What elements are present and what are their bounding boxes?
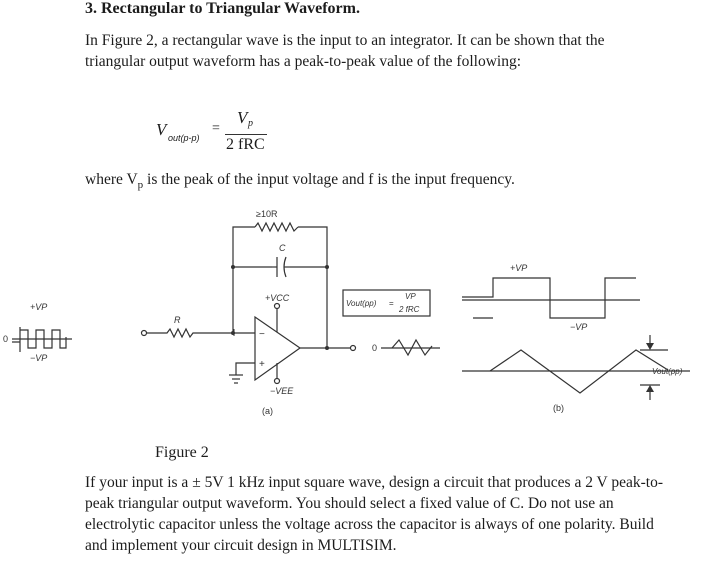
feedback-wires <box>232 226 328 338</box>
label-right-pos: +VP <box>510 263 527 273</box>
output-terminal <box>349 344 357 352</box>
op-amp-minus: − <box>259 329 265 340</box>
fraction-bar <box>225 134 267 135</box>
formula-box <box>342 289 431 317</box>
intro-line-2: triangular output waveform has a peak-to… <box>85 53 522 70</box>
figure-2-diagram: ≥10R C +VCC −VEE R +VP −VP 0 0 Vout(pp) … <box>3 209 690 416</box>
label-vout: Vout(pp) <box>652 367 683 376</box>
box-eq: = <box>389 299 394 308</box>
label-zero-right: 0 <box>372 343 377 353</box>
box-den: 2 fRC <box>398 305 420 314</box>
formula: V out(p-p) = V p 2 fRC <box>150 108 280 158</box>
where-text-sub: p <box>137 179 144 192</box>
intro-line-1: In Figure 2, a rectangular wave is the i… <box>85 32 605 49</box>
label-vcc: +VCC <box>265 293 290 303</box>
label-10r: ≥10R <box>256 209 278 219</box>
label-right-neg: −VP <box>570 322 587 332</box>
label-c: C <box>279 243 286 253</box>
ground-wire <box>235 362 255 375</box>
formula-lhs-subscript: out(p-p) <box>168 133 200 143</box>
label-b: (b) <box>553 403 564 413</box>
task-line-4: and implement your circuit design in MUL… <box>85 537 397 554</box>
feedback-resistor <box>254 221 299 233</box>
label-in-neg: −VP <box>30 353 47 363</box>
figure-caption: Figure 2 <box>155 444 209 461</box>
resistor-r <box>147 327 233 339</box>
formula-denominator: 2 fRC <box>226 136 265 153</box>
vcc-terminal <box>273 302 281 310</box>
box-lhs: Vout(pp) <box>346 299 377 308</box>
vee-terminal <box>273 377 281 385</box>
op-amp-plus: + <box>259 359 265 370</box>
where-line: where Vp is the peak of the input voltag… <box>85 169 515 196</box>
right-triangle-wave <box>489 349 669 394</box>
right-square-wave <box>462 277 636 319</box>
formula-equals: = <box>212 121 220 136</box>
input-terminal <box>140 329 148 337</box>
formula-numerator: V <box>237 108 248 127</box>
label-a: (a) <box>262 406 273 416</box>
task-line-2: peak triangular output waveform. You sho… <box>85 495 614 512</box>
section-heading: 3. Rectangular to Triangular Waveform. <box>85 0 360 17</box>
where-text-part1: where V <box>85 171 138 188</box>
where-text-part2: is the peak of the input voltage and f i… <box>143 171 515 188</box>
formula-numerator-subscript: p <box>248 118 253 129</box>
formula-lhs-v: V <box>156 120 167 139</box>
box-num: VP <box>405 292 416 301</box>
task-line-3: electrolytic capacitor unless the voltag… <box>85 516 654 533</box>
task-line-1: If your input is a ± 5V 1 kHz input squa… <box>85 474 663 491</box>
output-triangle-wave <box>391 338 433 357</box>
label-zero-left: 0 <box>3 334 8 344</box>
label-in-pos: +VP <box>30 302 47 312</box>
label-r: R <box>174 315 181 325</box>
label-vee: −VEE <box>270 386 294 396</box>
